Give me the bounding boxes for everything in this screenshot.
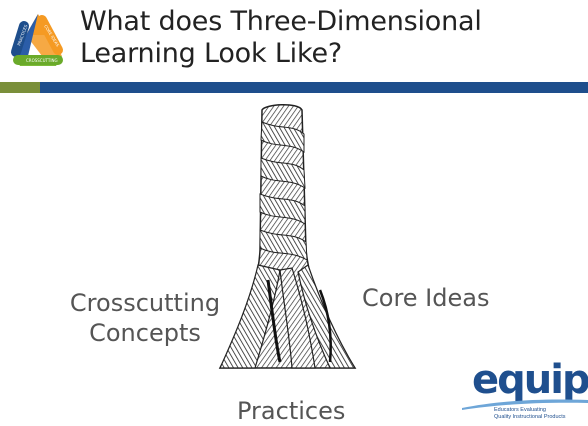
header-bar-green xyxy=(0,82,40,93)
label-crosscutting-concepts: Crosscutting Concepts xyxy=(60,288,230,348)
logo-segment-crosscutting: CROSSCUTTING xyxy=(26,58,58,63)
equip-wordmark: equip xyxy=(472,357,588,403)
title-line-1: What does Three-Dimensional xyxy=(80,6,482,37)
three-dimensional-logo-icon: PRACTICES CORE IDEAS CROSSCUTTING xyxy=(8,8,68,68)
label-crosscutting-line-1: Crosscutting xyxy=(69,289,221,317)
header-bar-blue xyxy=(40,82,588,93)
equip-logo: equip Educators Evaluating Quality Instr… xyxy=(462,357,588,424)
equip-tagline-line-1: Educators Evaluating xyxy=(494,407,546,413)
label-core-ideas: Core Ideas xyxy=(362,284,490,312)
title-line-2: Learning Look Like? xyxy=(80,38,342,69)
rope-illustration-icon xyxy=(218,104,357,369)
label-crosscutting-line-2: Concepts xyxy=(89,319,201,347)
label-practices: Practices xyxy=(237,397,346,425)
swoosh-icon xyxy=(462,399,588,410)
equip-tagline: Educators Evaluating Quality Instruction… xyxy=(494,407,588,420)
page-title: What does Three-Dimensional Learning Loo… xyxy=(80,6,580,70)
equip-tagline-line-2: Quality Instructional Products xyxy=(494,413,566,420)
